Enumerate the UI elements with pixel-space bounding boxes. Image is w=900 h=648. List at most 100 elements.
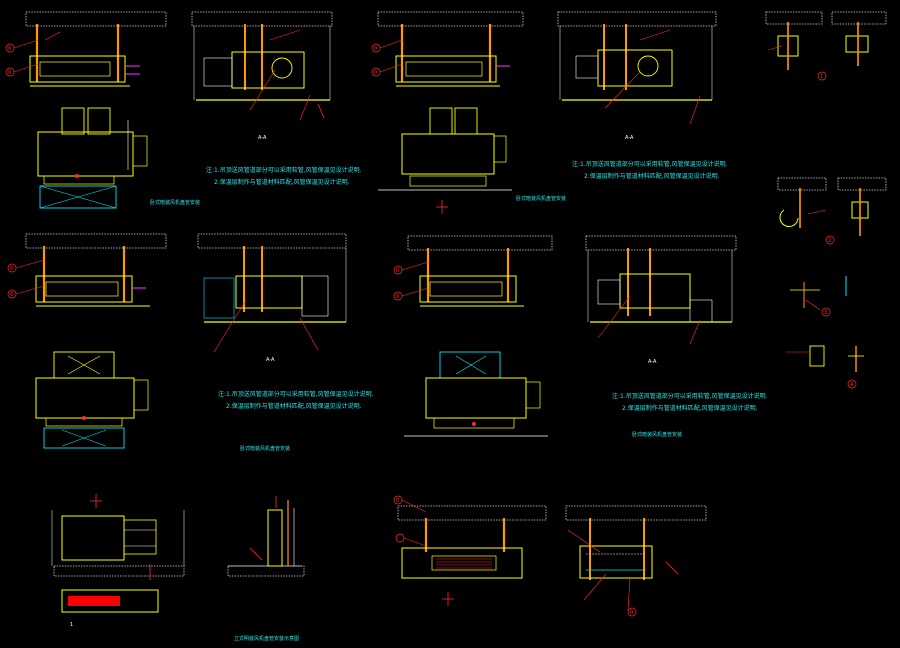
view-caption: 卧式暗装风机盘管安装 xyxy=(150,199,200,206)
ceiling-slab xyxy=(831,11,887,25)
callout-number: 0 xyxy=(10,266,13,272)
detail-mark-number: 4 xyxy=(850,382,853,388)
valve-group xyxy=(132,135,148,167)
supply-grille xyxy=(43,427,125,449)
callout-bubble xyxy=(5,43,15,53)
leader-line xyxy=(13,39,39,49)
unit-section xyxy=(235,275,303,309)
fan-coil-unit xyxy=(61,515,125,561)
section-tag: A-A xyxy=(648,359,657,365)
floor-slab xyxy=(53,565,185,577)
bracket xyxy=(845,35,869,53)
view-caption: 卧式暗装风机盘管安装 xyxy=(240,445,290,452)
valve-group xyxy=(123,519,157,555)
fan-box xyxy=(87,107,111,135)
unit-plan xyxy=(425,377,527,419)
unit-section xyxy=(231,51,305,89)
callout-number: 0 xyxy=(8,70,11,76)
supply-duct xyxy=(597,279,621,305)
callout-bubble xyxy=(371,43,381,53)
note-line: 2.保温层制作与管道材料匹配,风管保温见设计说明. xyxy=(622,404,758,412)
view-12-floor-unit: 1 xyxy=(51,494,185,628)
fan-coil-unit xyxy=(401,547,523,579)
detail-mark-number: 1 xyxy=(820,74,823,80)
detail-mark-number: 2 xyxy=(828,238,831,244)
red-mark xyxy=(472,422,476,426)
view-13-wall-section: 立式明装风机盘管安装示意图 xyxy=(227,496,305,642)
leader-line xyxy=(604,71,641,109)
unit-side xyxy=(267,509,283,567)
detail-mark xyxy=(825,235,835,245)
callout-bubble xyxy=(627,607,637,617)
leader-line xyxy=(639,29,671,41)
leader-line xyxy=(627,577,631,611)
callout-number: 0 xyxy=(630,610,633,616)
detail-mark xyxy=(817,71,827,81)
unit-plan xyxy=(61,589,159,613)
callout-number: 0 xyxy=(396,268,399,274)
callout-bubble xyxy=(393,291,403,301)
note-line: 注:1.吊顶送风管道部分可以采用软管,风管保温见设计说明. xyxy=(218,390,374,398)
fan-box xyxy=(454,107,478,135)
cut-mark xyxy=(665,561,679,575)
leader-line xyxy=(689,319,701,345)
unit-plan xyxy=(401,133,495,175)
leader-line xyxy=(249,69,276,111)
hanger-details-top: 1 2 3 4 xyxy=(765,11,887,389)
callout-bubble xyxy=(393,265,403,275)
ceiling-slab xyxy=(377,11,524,27)
leader-line xyxy=(401,499,427,513)
note-line: 2.保温层制作与管道材料匹配,风管保温见设计说明. xyxy=(214,178,350,186)
leader-line xyxy=(15,259,45,269)
leader-line xyxy=(213,299,247,353)
leader-line xyxy=(805,299,821,311)
grille-cross xyxy=(61,429,107,447)
leader-line xyxy=(767,45,783,51)
fan-coil-unit xyxy=(35,275,133,303)
flexible-duct xyxy=(433,417,515,429)
supply-grille xyxy=(39,185,117,209)
ceiling-slab xyxy=(25,11,167,27)
note-line: 注:1.吊顶送风管道部分可以采用软管,风管保温见设计说明. xyxy=(206,166,362,174)
ceiling-slab xyxy=(197,233,347,249)
detail-mark xyxy=(847,379,857,389)
ceiling-slab xyxy=(585,235,737,251)
cut-mark xyxy=(249,547,263,561)
ceiling-slab xyxy=(25,233,167,249)
fan-box xyxy=(61,107,85,135)
note-line: 2.保温层制作与管道材料匹配,风管保温见设计说明. xyxy=(226,402,362,410)
fan-coil-unit xyxy=(395,55,497,83)
detail-mark xyxy=(821,307,831,317)
view-15-section: 0 xyxy=(565,505,707,617)
note-line: 注:1.吊顶送风管道部分可以采用软管,风管保温见设计说明. xyxy=(572,160,728,168)
ceiling-slab xyxy=(397,505,547,521)
view-10-section: A-A 注:1.吊顶送风管道部分可以采用软管,风管保温见设计说明. 2.保温层制… xyxy=(585,235,768,412)
view-7-elevation: 0 0 卧式暗装风机盘管安装 xyxy=(7,233,290,452)
detail-mark-number: 3 xyxy=(824,310,827,316)
leader-line xyxy=(567,529,601,553)
ceiling-slab xyxy=(191,11,333,27)
bracket xyxy=(809,345,825,367)
section-tag: A-A xyxy=(266,357,275,363)
grille-cross xyxy=(455,355,487,375)
red-fill-bar xyxy=(68,596,120,606)
callout-number: 0 xyxy=(8,46,11,52)
floor-slab xyxy=(227,565,305,577)
leader-line xyxy=(807,209,827,215)
leader-line xyxy=(403,537,427,547)
leader-line xyxy=(44,31,61,41)
section-tag: A-A xyxy=(258,135,267,141)
view-9-elevation: 0 0 卧式暗装风机盘管安装 xyxy=(393,235,682,438)
return-grille xyxy=(439,351,501,379)
ceiling-slab xyxy=(565,505,707,521)
pipe-clamp xyxy=(779,209,799,227)
ceiling-slab xyxy=(765,11,823,25)
supply-grille xyxy=(431,555,497,571)
leader-line xyxy=(379,39,403,49)
supply-box xyxy=(301,275,329,317)
leader-line xyxy=(401,261,429,271)
leader-line xyxy=(689,95,701,125)
leader-line xyxy=(299,317,319,351)
unit-coil xyxy=(39,61,111,77)
